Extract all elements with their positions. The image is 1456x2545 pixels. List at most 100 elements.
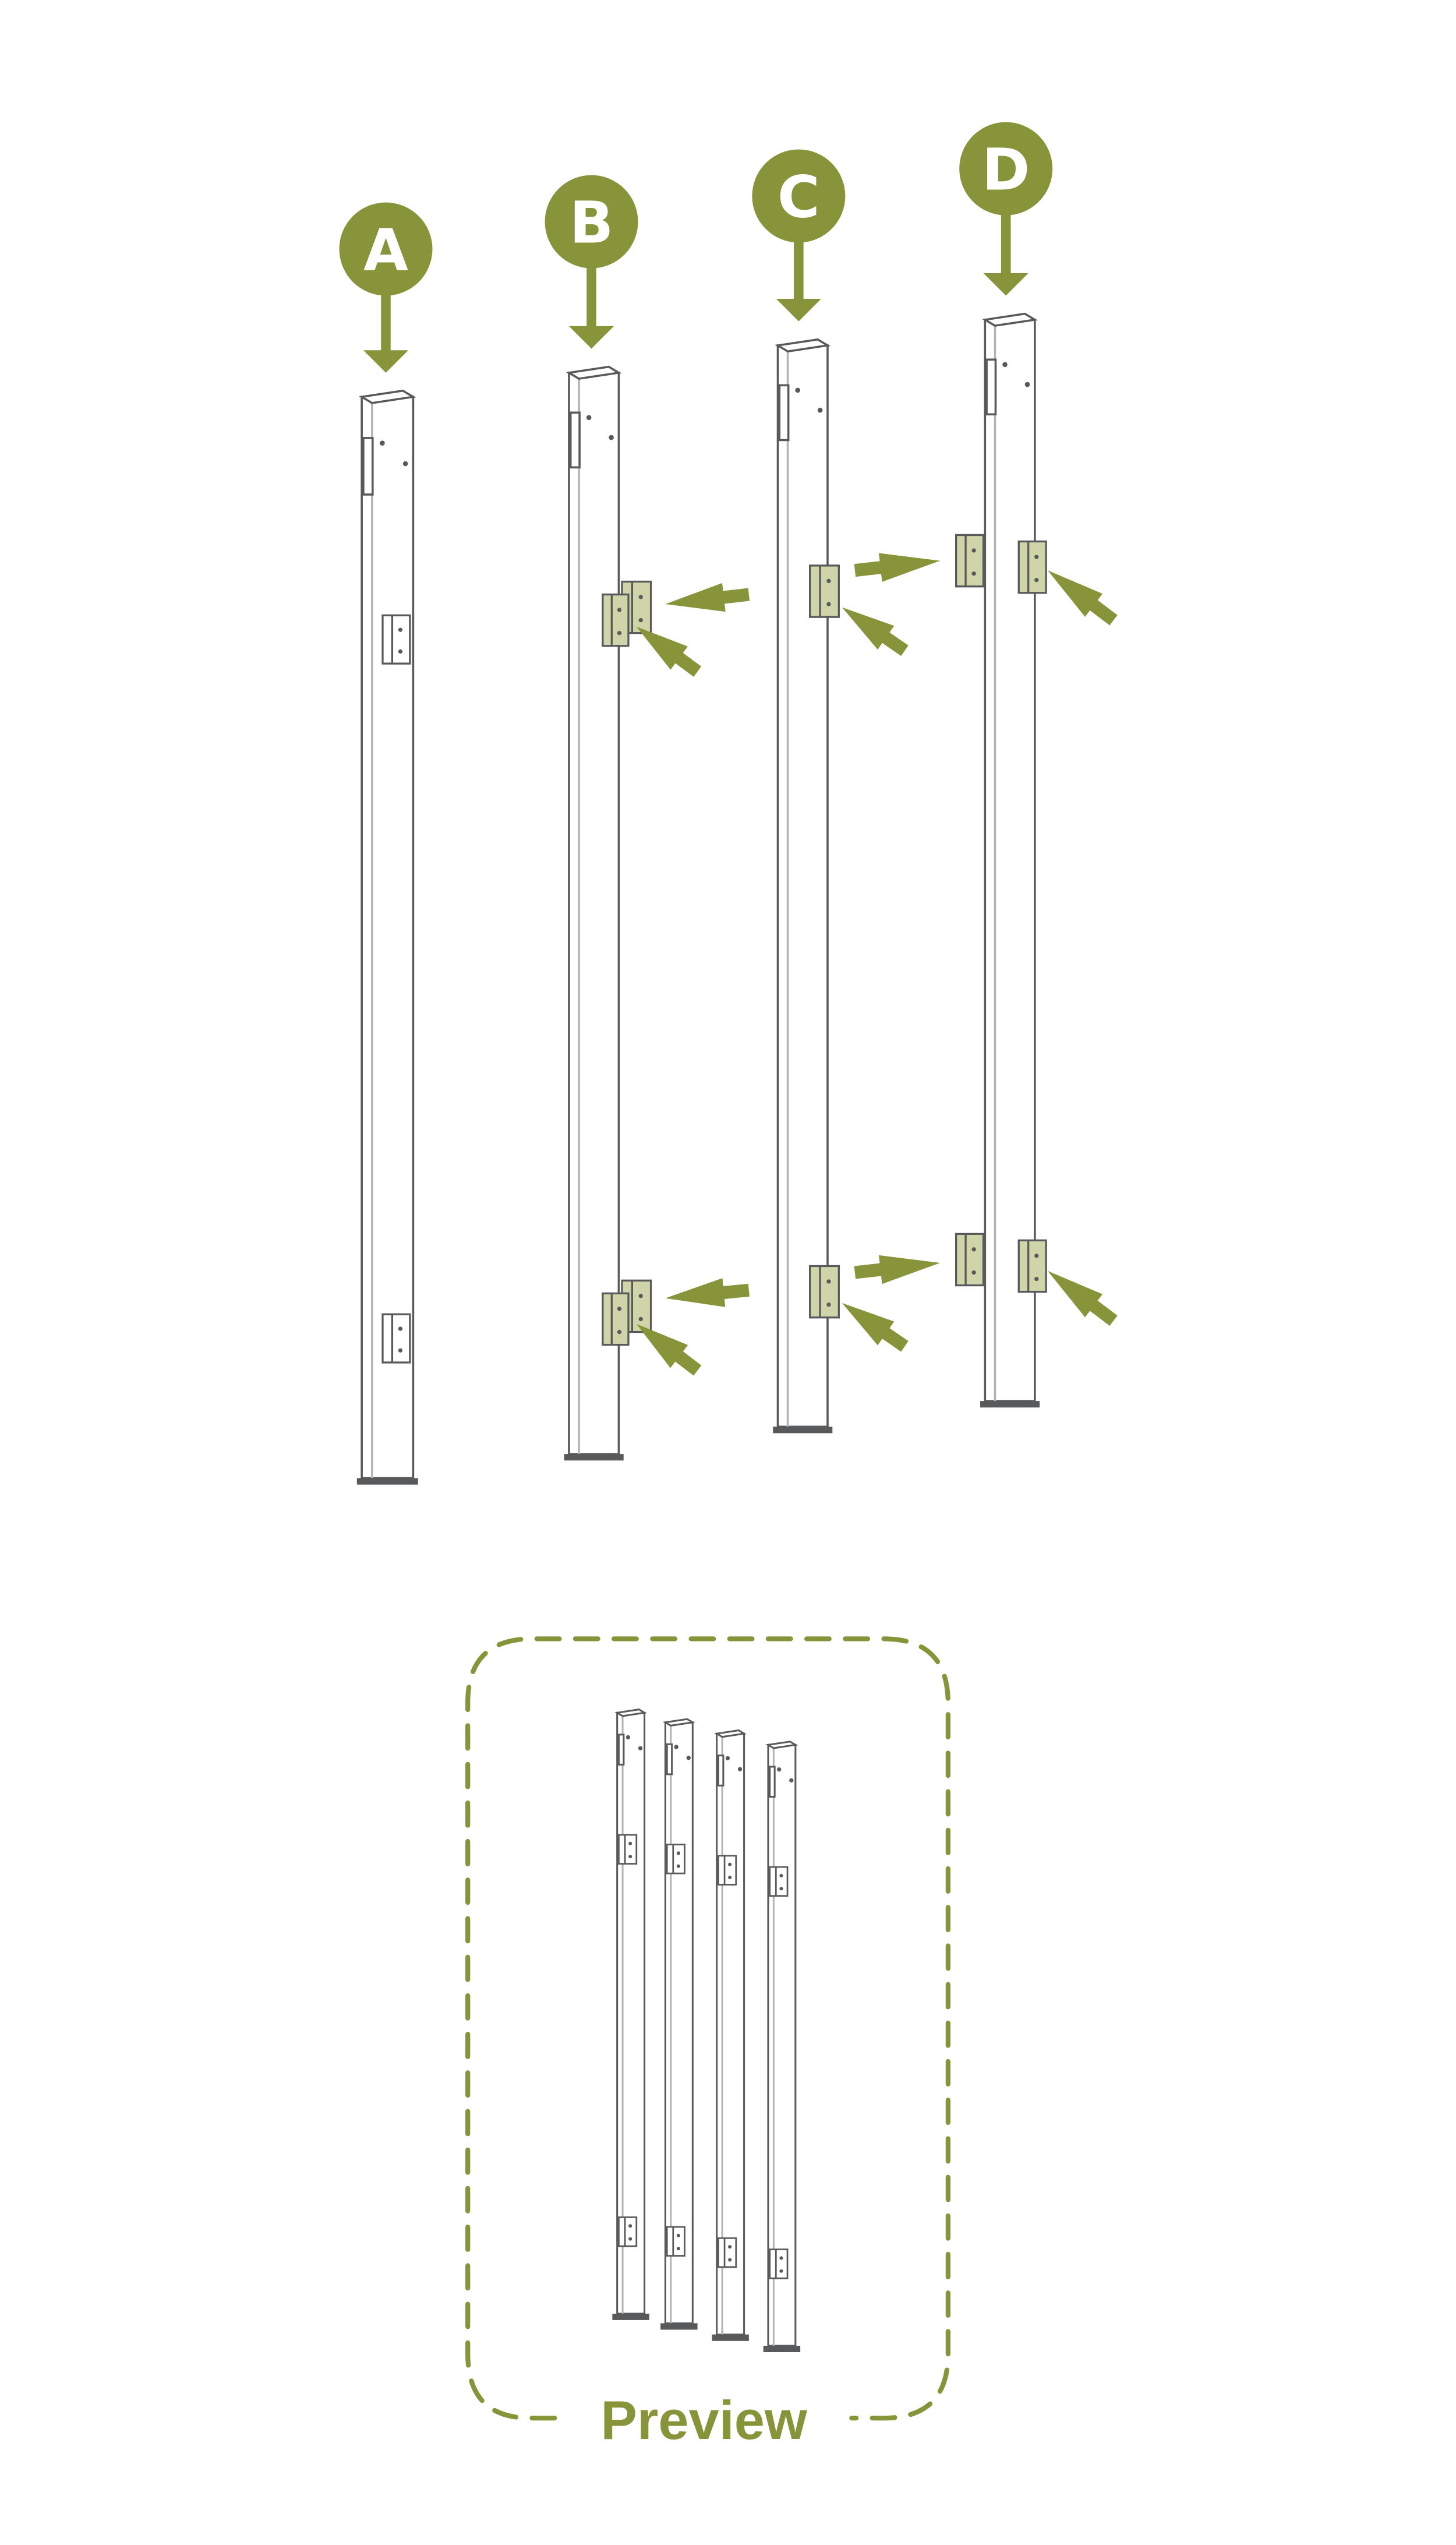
bracket-plate bbox=[955, 534, 985, 588]
bracket-bolt bbox=[628, 1841, 632, 1845]
post-hole bbox=[674, 1745, 678, 1749]
bracket-bolt bbox=[676, 1851, 680, 1855]
post-hole bbox=[380, 440, 385, 446]
post-hole bbox=[609, 435, 614, 440]
label-circle-b bbox=[545, 175, 638, 269]
post-body bbox=[361, 396, 415, 1480]
post-hole bbox=[777, 1767, 782, 1772]
bracket bbox=[769, 1866, 789, 1897]
bracket-plate bbox=[1017, 1239, 1047, 1293]
bracket-bolt bbox=[617, 631, 622, 636]
bracket-bolt bbox=[1034, 555, 1039, 559]
post-hole bbox=[586, 415, 592, 421]
bracket-bolt bbox=[398, 627, 403, 632]
bracket-plate bbox=[769, 2249, 789, 2279]
bracket-bolt bbox=[971, 548, 976, 553]
arrow-d-upper-diag bbox=[1047, 570, 1118, 626]
bracket-bolt bbox=[676, 2233, 680, 2237]
label-a: A bbox=[363, 217, 408, 284]
label-circle-d bbox=[959, 122, 1053, 216]
post-base-plate bbox=[980, 1401, 1040, 1408]
post-slot bbox=[569, 411, 581, 469]
post-b bbox=[564, 365, 624, 1461]
bracket bbox=[602, 593, 630, 647]
bracket bbox=[602, 1292, 630, 1346]
post-slot bbox=[778, 384, 790, 442]
post-body bbox=[776, 344, 829, 1428]
bracket-bolt bbox=[971, 571, 976, 576]
post-hole bbox=[1024, 382, 1030, 387]
post-body bbox=[568, 372, 620, 1455]
label-circle-a bbox=[339, 202, 433, 296]
arrow-c-upper bbox=[854, 553, 941, 582]
post-base-plate bbox=[773, 1427, 833, 1434]
bracket-plate bbox=[955, 1233, 985, 1287]
post-hole bbox=[638, 1746, 643, 1750]
bracket bbox=[666, 2226, 685, 2257]
post-d bbox=[980, 312, 1040, 1408]
bracket-bolt bbox=[728, 1875, 732, 1879]
preview-box: Preview bbox=[465, 1636, 951, 2451]
bracket-bolt bbox=[676, 1864, 680, 1868]
arrow-shape bbox=[636, 626, 702, 677]
bracket-bolt bbox=[638, 1294, 643, 1298]
down-arrow-d bbox=[983, 273, 1029, 296]
bracket-bolt bbox=[398, 1348, 403, 1353]
label-stem-c bbox=[794, 236, 804, 301]
bracket-bolt bbox=[398, 1326, 403, 1331]
bracket-bolt bbox=[728, 2258, 732, 2262]
bracket bbox=[381, 614, 411, 665]
bracket-bolt bbox=[826, 1302, 831, 1307]
preview-dashed-border bbox=[465, 1636, 951, 2421]
post-base-plate bbox=[763, 2345, 801, 2353]
arrow-b-upper-diag bbox=[636, 626, 702, 677]
down-arrow-c bbox=[776, 299, 821, 322]
label-b: B bbox=[570, 189, 614, 256]
bracket-bolt bbox=[1034, 578, 1039, 583]
bracket bbox=[621, 1279, 652, 1333]
bracket bbox=[1017, 1239, 1047, 1293]
arrow-shape bbox=[1047, 570, 1118, 626]
post-top-cap bbox=[982, 312, 1038, 327]
bracket-plate bbox=[1017, 540, 1047, 594]
down-arrow-a bbox=[363, 350, 409, 373]
post-top-cap bbox=[614, 1709, 647, 1717]
post-c bbox=[773, 338, 833, 1434]
bracket-bolt bbox=[638, 618, 643, 623]
post-slot bbox=[717, 1755, 725, 1787]
bracket-plate bbox=[621, 1279, 652, 1333]
bracket bbox=[769, 2249, 789, 2279]
bracket bbox=[718, 2237, 737, 2268]
bracket-bolt bbox=[826, 578, 831, 584]
post-top-cap bbox=[358, 389, 416, 404]
bracket-bolt bbox=[628, 1855, 632, 1859]
post-hole bbox=[737, 1767, 743, 1771]
preview-post-b bbox=[660, 1718, 698, 2330]
bracket-plate bbox=[602, 1292, 630, 1346]
down-arrow-b bbox=[568, 326, 614, 349]
bracket-bolt bbox=[971, 1270, 976, 1275]
post-body bbox=[664, 1721, 694, 2324]
arrow-c-lower bbox=[854, 1255, 941, 1284]
bracket bbox=[381, 1313, 411, 1364]
arrow-d-lower-diag bbox=[1047, 1270, 1118, 1326]
post-body bbox=[984, 319, 1036, 1402]
main-step bbox=[339, 122, 1118, 1485]
post-slot bbox=[985, 358, 997, 416]
bracket-bolt bbox=[1034, 1276, 1039, 1282]
post-slot bbox=[666, 1743, 673, 1776]
bracket-plate bbox=[618, 2216, 638, 2247]
arrow-b-lower bbox=[665, 1278, 750, 1307]
bracket-bolt bbox=[638, 1316, 643, 1322]
bracket-bolt bbox=[826, 1279, 831, 1284]
arrow-shape bbox=[854, 553, 941, 582]
post-a bbox=[356, 389, 418, 1485]
label-d: D bbox=[982, 136, 1030, 203]
arrow-shape bbox=[1047, 1270, 1118, 1326]
label-c: C bbox=[778, 164, 820, 231]
bracket-plate bbox=[809, 564, 840, 618]
bracket-bolt bbox=[779, 2269, 783, 2273]
arrow-b-lower-diag bbox=[636, 1323, 702, 1376]
